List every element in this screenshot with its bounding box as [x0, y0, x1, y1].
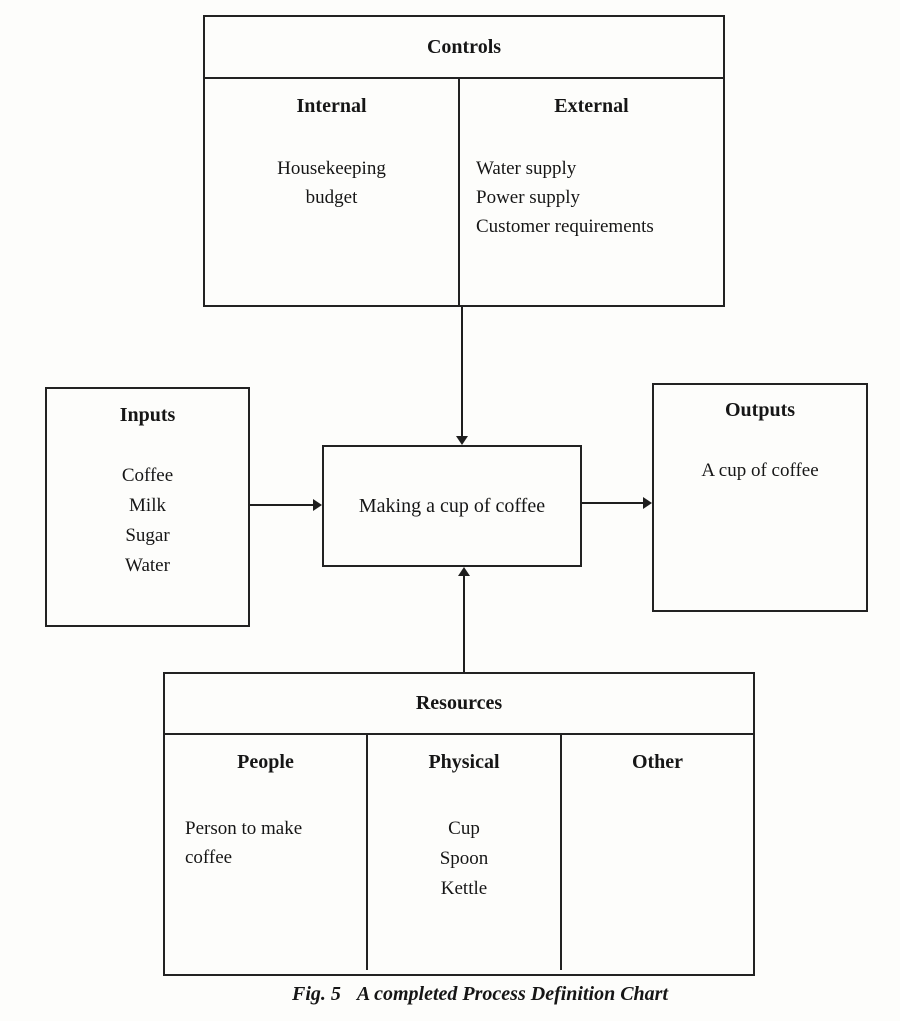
resources-header: Resources	[165, 674, 753, 735]
internal-content: Housekeeping budget	[205, 154, 458, 212]
outputs-item: A cup of coffee	[701, 460, 819, 481]
physical-item: Cup	[448, 818, 480, 839]
arrowhead-right-icon	[313, 499, 322, 511]
process-box: Making a cup of coffee	[322, 445, 582, 567]
controls-header: Controls	[205, 17, 723, 79]
connector-inputs-to-process	[250, 504, 313, 506]
people-line: coffee	[185, 847, 233, 868]
inputs-item: Sugar	[125, 525, 170, 546]
inputs-box: Inputs Coffee Milk Sugar Water	[45, 387, 250, 627]
people-line: Person to make	[185, 818, 303, 839]
arrowhead-right-icon	[643, 497, 652, 509]
inputs-items: Coffee Milk Sugar Water	[47, 461, 248, 581]
external-item: Power supply	[476, 187, 580, 208]
arrowhead-down-icon	[456, 436, 468, 445]
controls-box: Controls Internal Housekeeping budget Ex…	[203, 15, 725, 307]
people-title: People	[237, 751, 294, 773]
external-content: Water supply Power supply Customer requi…	[460, 154, 723, 241]
inputs-title: Inputs	[119, 404, 176, 426]
resources-physical-cell: Physical Cup Spoon Kettle	[368, 735, 562, 970]
external-item: Water supply	[476, 158, 577, 179]
internal-line: budget	[305, 187, 358, 208]
connector-controls-to-process	[461, 307, 463, 436]
resources-people-cell: People Person to make coffee	[165, 735, 368, 970]
internal-line: Housekeeping	[277, 158, 386, 179]
outputs-box: Outputs A cup of coffee	[652, 383, 868, 612]
physical-title: Physical	[428, 751, 500, 773]
physical-item: Kettle	[440, 878, 488, 899]
inputs-item: Milk	[129, 495, 166, 516]
controls-title: Controls	[426, 35, 502, 58]
resources-box: Resources People Person to make coffee P…	[163, 672, 755, 976]
figure-caption-text: A completed Process Definition Chart	[356, 983, 669, 1005]
connector-resources-to-process	[463, 576, 465, 672]
figure-caption-number: Fig. 5	[291, 983, 341, 1005]
controls-internal-cell: Internal Housekeeping budget	[205, 79, 460, 305]
physical-item: Spoon	[439, 848, 489, 869]
resources-other-cell: Other	[562, 735, 753, 970]
controls-body: Internal Housekeeping budget External Wa…	[205, 79, 723, 305]
inputs-item: Coffee	[121, 465, 174, 486]
external-item: Customer requirements	[476, 216, 654, 237]
inputs-item: Water	[125, 555, 170, 576]
external-title: External	[554, 95, 629, 117]
controls-external-cell: External Water supply Power supply Custo…	[460, 79, 723, 305]
figure-caption: Fig. 5 A completed Process Definition Cha…	[292, 983, 668, 1006]
physical-content: Cup Spoon Kettle	[368, 814, 560, 904]
outputs-title: Outputs	[724, 399, 796, 421]
connector-process-to-outputs	[582, 502, 643, 504]
arrowhead-up-icon	[458, 567, 470, 576]
process-label: Making a cup of coffee	[358, 494, 546, 517]
internal-title: Internal	[296, 95, 367, 117]
other-title: Other	[631, 751, 684, 773]
outputs-items: A cup of coffee	[654, 457, 866, 485]
resources-title: Resources	[415, 692, 503, 714]
people-content: Person to make coffee	[165, 814, 366, 872]
resources-body: People Person to make coffee Physical Cu…	[165, 735, 753, 970]
